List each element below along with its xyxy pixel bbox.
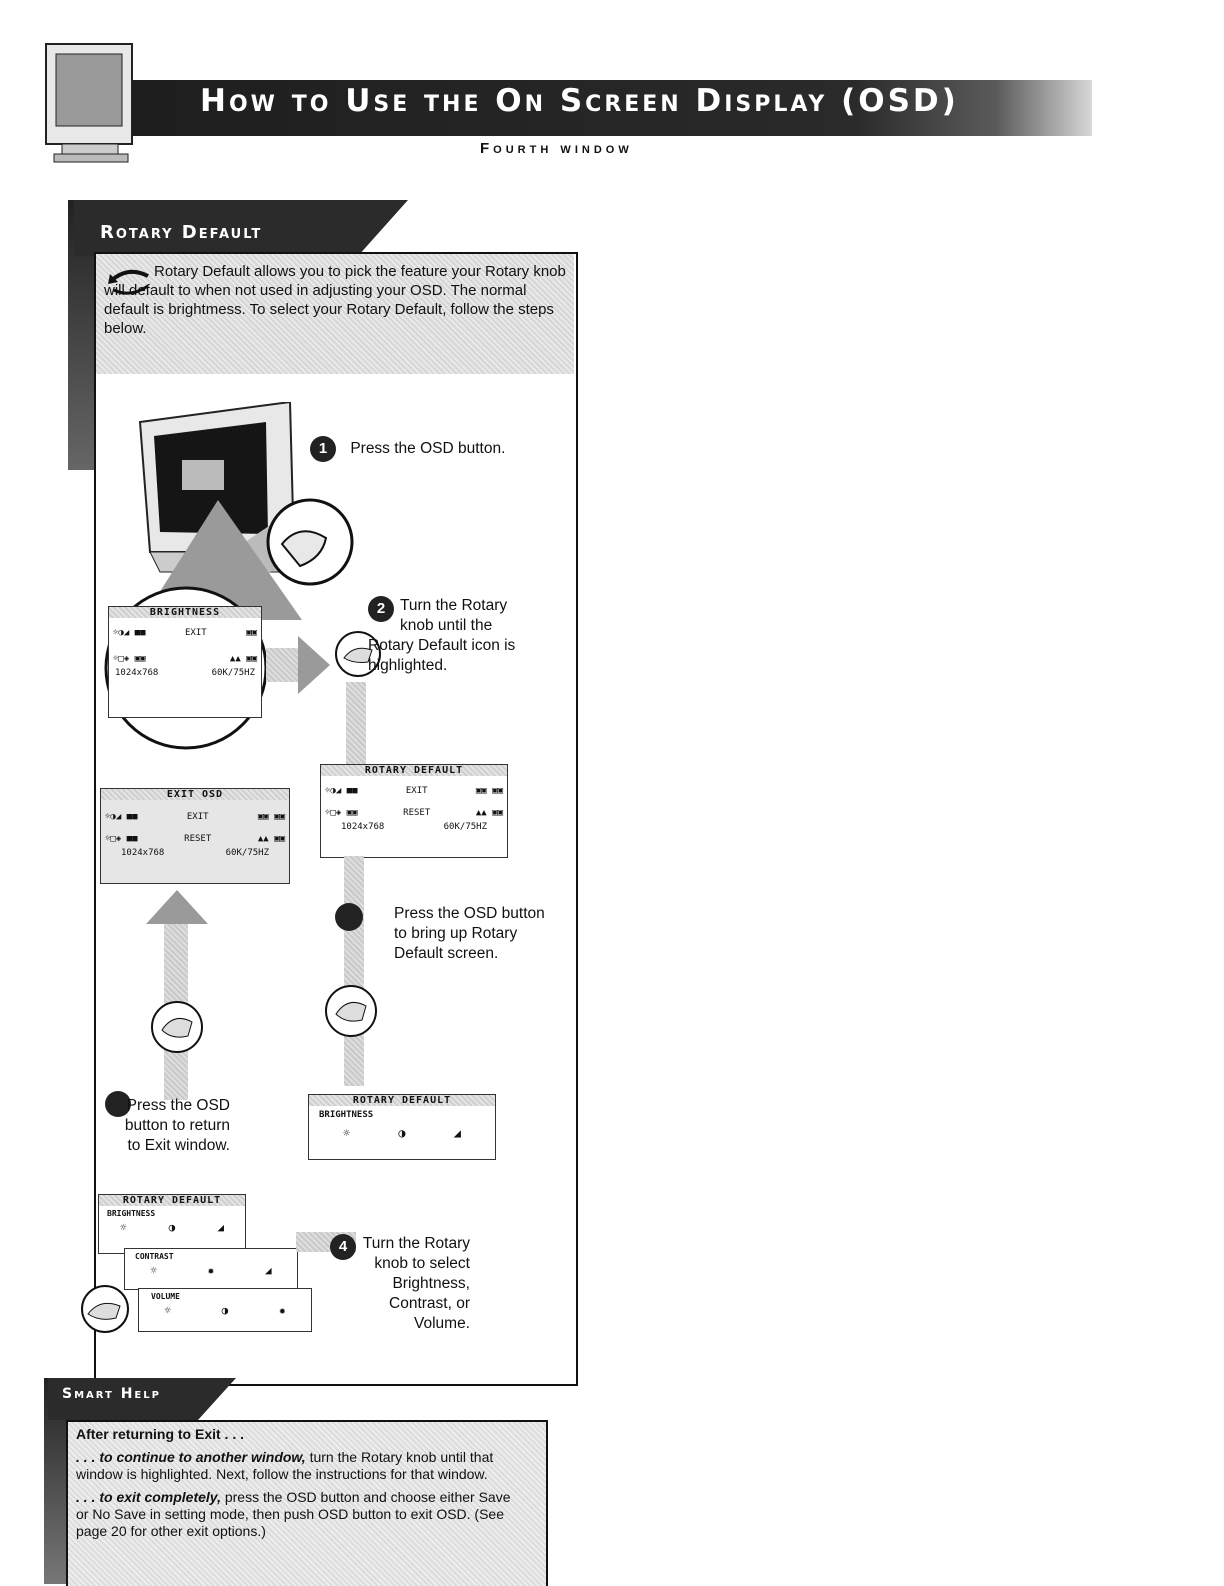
osd-icon-row: ☼✹◢ — [150, 1264, 272, 1277]
section-title: Rotary Default — [100, 222, 263, 243]
osd-rotary-default: ROTARY DEFAULT ☼◑◢ ■■EXIT▣▣ ▣▣ ☼□◈ ▣▣RES… — [320, 764, 508, 858]
flow-arrow — [346, 682, 366, 766]
section-tab — [74, 200, 408, 256]
osd-icon-row: ☼◑◢ — [120, 1221, 224, 1234]
hand-press-icon — [325, 985, 377, 1037]
osd-title: ROTARY DEFAULT — [321, 765, 507, 776]
osd-title: ROTARY DEFAULT — [99, 1195, 245, 1206]
osd-stack-brightness: ROTARY DEFAULT BRIGHTNESS ☼◑◢ — [98, 1194, 246, 1254]
osd-rotary-brightness: ROTARY DEFAULT BRIGHTNESS ☼◑◢ — [308, 1094, 496, 1160]
smart-help-text: After returning to Exit . . . . . . to c… — [76, 1426, 526, 1540]
osd-title: BRIGHTNESS — [109, 607, 261, 618]
hand-press-icon — [151, 1001, 203, 1053]
step-4: 4 Turn the Rotary knob to select Brightn… — [330, 1234, 470, 1334]
page-subtitle: Fourth window — [480, 140, 633, 157]
step-text: Press the OSD button to bring up Rotary … — [394, 905, 545, 962]
rotary-knob-icon — [335, 631, 381, 677]
step-5-badge — [105, 1091, 131, 1117]
osd-icon-row: ☼□◈ ▣▣RESET▲▲ ▣▣ — [325, 808, 503, 818]
osd-icon-row: ☼◑◢ ■■EXIT▣▣ ▣▣ — [325, 786, 503, 796]
step-number: 4 — [330, 1234, 356, 1260]
intro-text: Rotary Default allows you to pick the fe… — [104, 263, 566, 337]
help-lead: After returning to Exit . . . — [76, 1426, 245, 1442]
step-text: Press the OSD button. — [350, 440, 506, 457]
osd-title: EXIT OSD — [101, 789, 289, 800]
flow-arrow — [344, 856, 364, 1086]
step-text: Press the OSD button to return to Exit w… — [124, 1097, 230, 1154]
step-3: Press the OSD button to bring up Rotary … — [394, 904, 554, 964]
osd-label: BRIGHTNESS — [319, 1110, 374, 1120]
help-item-1-text: turn the Rotary knob until that window i… — [76, 1449, 494, 1482]
osd-icon-row: ☼◑✹ — [164, 1304, 286, 1317]
arrow-up-icon — [146, 890, 208, 924]
intro-box — [96, 254, 574, 374]
osd-icon-row: ☼◑◢ ■■EXIT▣▣ — [113, 628, 257, 638]
step-number: 1 — [310, 436, 336, 462]
monitor-logo-icon — [45, 43, 133, 163]
osd-brightness-zoom: BRIGHTNESS ☼◑◢ ■■EXIT▣▣ ☼□◈ ▣▣▲▲ ▣▣ 1024… — [108, 606, 262, 718]
step-5: Press the OSD button to return to Exit w… — [110, 1096, 230, 1156]
rotary-knob-icon — [81, 1285, 129, 1333]
osd-label: VOLUME — [151, 1292, 180, 1301]
rotary-knob-icon — [108, 269, 149, 295]
osd-icon-row: ☼◑◢ ■■EXIT▣▣ ▣▣ — [105, 812, 285, 822]
osd-icon-row: ☼□◈ ■■RESET▲▲ ▣▣ — [105, 834, 285, 844]
help-item-2-text: press the OSD button and choose either S… — [76, 1489, 511, 1539]
smart-help-box — [66, 1420, 548, 1586]
help-tab — [48, 1378, 236, 1420]
osd-exit: EXIT OSD ☼◑◢ ■■EXIT▣▣ ▣▣ ☼□◈ ■■RESET▲▲ ▣… — [100, 788, 290, 884]
help-item-1-emphasis: . . . to continue to another window, — [76, 1449, 306, 1465]
step-text: Turn the Rotary knob until the Rotary De… — [368, 597, 516, 674]
help-item-2: . . . to exit completely, press the OSD … — [76, 1489, 526, 1540]
osd-icon-row: ☼□◈ ▣▣▲▲ ▣▣ — [113, 654, 257, 664]
osd-stack-volume: VOLUME ☼◑✹ — [138, 1288, 312, 1332]
help-item-1: . . . to continue to another window, tur… — [76, 1449, 526, 1483]
step-2: 2 Turn the Rotary knob until the Rotary … — [368, 596, 538, 676]
step-text: Turn the Rotary knob to select Brightnes… — [362, 1235, 470, 1332]
osd-label: BRIGHTNESS — [107, 1209, 156, 1218]
osd-icon-row: ☼◑◢ — [343, 1126, 461, 1140]
step-1: 1 Press the OSD button. — [310, 436, 505, 462]
header-bar — [132, 80, 1092, 136]
osd-stack-contrast: CONTRAST ☼✹◢ — [124, 1248, 298, 1290]
osd-title: ROTARY DEFAULT — [309, 1095, 495, 1106]
step-3-badge — [335, 903, 363, 931]
page-title: How to Use the On Screen Display (OSD) — [200, 83, 959, 119]
help-item-2-emphasis: . . . to exit completely, — [76, 1489, 221, 1505]
arrow-right-icon — [298, 636, 330, 694]
help-title: Smart Help — [62, 1386, 161, 1402]
osd-label: CONTRAST — [135, 1252, 174, 1261]
step-number: 2 — [368, 596, 394, 622]
